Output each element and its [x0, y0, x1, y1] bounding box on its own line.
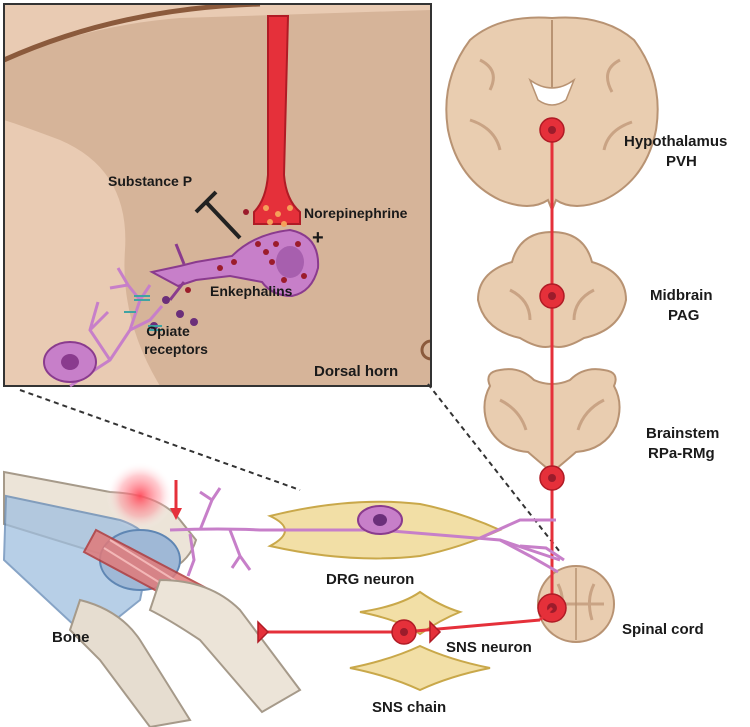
peripheral-terminal [257, 620, 270, 644]
pag-label: PAG [668, 307, 699, 324]
brainstem-label: Brainstem [646, 425, 719, 442]
drg-neuron-soma [357, 505, 403, 535]
central-canal [420, 339, 431, 361]
spinal-cord-label: Spinal cord [622, 621, 704, 638]
drg-neuron [169, 487, 565, 577]
pain-glow [106, 462, 174, 530]
bone-label: Bone [52, 629, 90, 646]
interneuron-nucleus [276, 246, 304, 278]
fibula [68, 598, 192, 727]
inset-frame [3, 3, 432, 387]
sns-neuron-label: SNS neuron [446, 639, 532, 656]
inset-neuron-soma [43, 341, 97, 383]
tibia [148, 578, 302, 714]
sns-chain-label: SNS chain [372, 699, 446, 716]
gray-matter-region [4, 10, 431, 386]
excitation-plus-sign: + [312, 227, 324, 249]
zoom-lines [19, 383, 561, 553]
dorsal-horn-inset [4, 4, 431, 386]
sns-ganglion-lower [349, 644, 491, 692]
enkephalin-vesicles [150, 209, 307, 330]
norepinephrine-vesicles [263, 205, 293, 227]
dorsal-horn-label: Dorsal horn [314, 363, 398, 380]
hypothalamus-label: Hypothalamus [624, 133, 727, 150]
enkephalins-label: Enkephalins [210, 283, 293, 299]
ganglion-terminal [429, 620, 442, 644]
opiate-receptors [124, 295, 162, 331]
substance-p-inhibition-icon [194, 190, 242, 240]
drg-neuron-label: DRG neuron [326, 571, 414, 588]
sns-neuron-nucleus [400, 628, 408, 636]
pvh-label: PVH [666, 153, 697, 170]
opiate-receptors-label-line1: Opiate [146, 323, 190, 339]
brain-coronal-section [445, 16, 659, 213]
opiate-receptors-label-line2: receptors [144, 341, 208, 357]
norepinephrine-terminal [253, 15, 301, 225]
rpa-rmg-label: RPa-RMg [648, 445, 715, 462]
midbrain-label: Midbrain [650, 287, 713, 304]
sns-neuron-pathway [264, 606, 554, 634]
cord-border [4, 4, 261, 63]
substance-p-label: Substance P [108, 173, 192, 189]
knee-joint-illustration [2, 462, 302, 727]
norepinephrine-label: Norepinephrine [304, 205, 408, 221]
